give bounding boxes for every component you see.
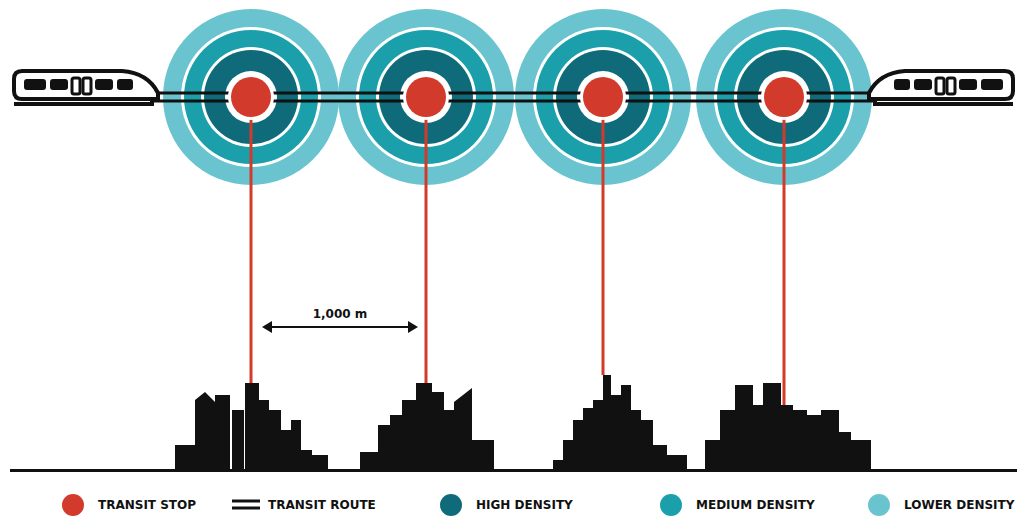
route-legend-sample xyxy=(232,501,260,508)
train xyxy=(14,71,158,106)
stop-leaders xyxy=(251,97,784,405)
skyline xyxy=(175,375,871,471)
train xyxy=(869,71,1013,106)
legend-swatch xyxy=(660,494,682,516)
transit-stops xyxy=(228,74,807,120)
legend-label: TRANSIT ROUTE xyxy=(268,499,376,511)
legend-label: HIGH DENSITY xyxy=(476,499,573,511)
density-rings xyxy=(163,9,872,185)
legend-label: MEDIUM DENSITY xyxy=(696,499,815,511)
dimension-arrow xyxy=(262,321,418,333)
legend-swatch xyxy=(868,494,890,516)
ground-line xyxy=(10,469,1017,472)
dimension-label: 1,000 m xyxy=(311,308,370,320)
legend-label: TRANSIT STOP xyxy=(98,499,196,511)
legend-label: LOWER DENSITY xyxy=(904,499,1014,511)
legend-swatch xyxy=(62,494,84,516)
legend-swatch xyxy=(440,494,462,516)
